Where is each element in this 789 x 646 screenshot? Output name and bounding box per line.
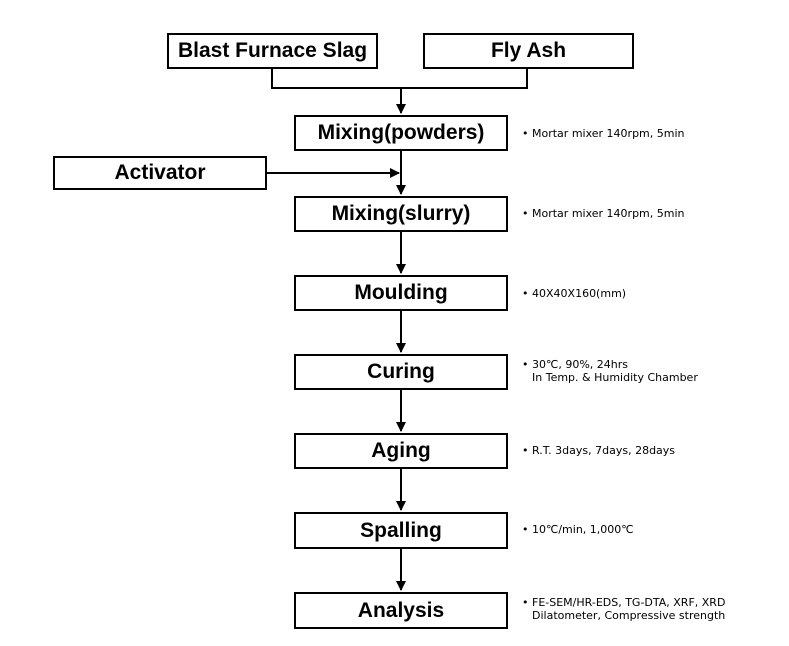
bullet: • [522,127,529,140]
fly-ash-label: Fly Ash [490,39,567,62]
mixing-slurry-note-text: Mortar mixer 140rpm, 5min [532,207,685,220]
curing-note: •30℃, 90%, 24hrs In Temp. & Humidity Cha… [522,358,698,384]
bullet: • [522,444,529,457]
spalling-label: Spalling [360,518,442,542]
mixing-slurry-box: Mixing(slurry) [294,196,508,232]
analysis-note-line2: Dilatometer, Compressive strength [532,609,726,622]
spalling-box: Spalling [294,512,508,549]
analysis-note: •FE-SEM/HR-EDS, TG-DTA, XRF, XRD Dilatom… [522,596,746,622]
aging-note: •R.T. 3days, 7days, 28days [522,444,675,457]
curing-label: Curing [367,360,435,383]
aging-label: Aging [371,439,431,462]
analysis-note-line1: FE-SEM/HR-EDS, TG-DTA, XRF, XRD [532,596,726,609]
mixing-powders-note-text: Mortar mixer 140rpm, 5min [532,127,685,140]
analysis-box: Analysis [294,592,508,629]
aging-note-text: R.T. 3days, 7days, 28days [532,444,676,457]
bullet: • [522,523,529,536]
blast-furnace-slag-box: Blast Furnace Slag [167,33,378,69]
analysis-label: Analysis [357,598,445,622]
curing-note-line1: 30℃, 90%, 24hrs [532,358,629,371]
bullet: • [522,207,529,220]
moulding-box: Moulding [294,275,508,311]
mixing-slurry-note: •Mortar mixer 140rpm, 5min [522,207,685,220]
bullet: • [522,358,529,371]
moulding-label: Moulding [354,281,448,304]
aging-box: Aging [294,433,508,469]
blast-furnace-slag-label: Blast Furnace Slag [177,39,368,62]
curing-box: Curing [294,354,508,390]
moulding-note-text: 40X40X160(mm) [532,287,627,300]
activator-label: Activator [114,161,206,184]
bullet: • [522,287,529,300]
mixing-slurry-label: Mixing(slurry) [331,202,471,225]
activator-box: Activator [53,156,267,190]
bullet: • [522,596,529,609]
mixing-powders-note: •Mortar mixer 140rpm, 5min [522,127,685,140]
curing-note-line2: In Temp. & Humidity Chamber [532,371,698,384]
spalling-note: •10℃/min, 1,000℃ [522,523,634,536]
spalling-note-text: 10℃/min, 1,000℃ [532,523,634,536]
moulding-note: •40X40X160(mm) [522,287,626,300]
mixing-powders-box: Mixing(powders) [294,115,508,151]
mixing-powders-label: Mixing(powders) [317,121,485,144]
fly-ash-box: Fly Ash [423,33,634,69]
